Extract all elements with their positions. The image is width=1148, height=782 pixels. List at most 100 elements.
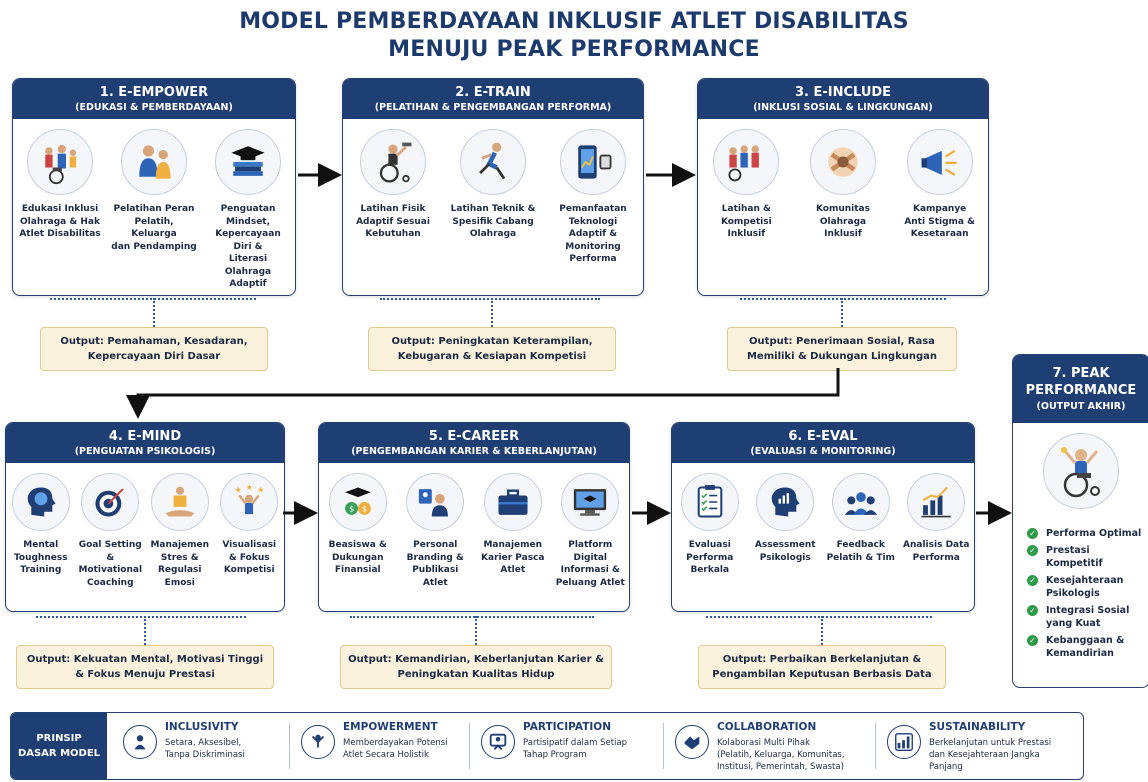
- svg-text:$: $: [349, 505, 354, 514]
- stage-card-6: 6. E-EVAL(EVALUASI & MONITORING) Evaluasi…: [671, 422, 975, 612]
- participation-icon: [481, 725, 515, 759]
- brain-head-icon: [11, 473, 70, 531]
- stage-item-label-line: Olahraga: [469, 229, 517, 239]
- stage-output-line: Pengambilan Keputusan Berbasis Data: [712, 669, 932, 680]
- stage-output-box: Output: Peningkatan Keterampilan,Kebugar…: [368, 327, 616, 371]
- stage-header: 6. E-EVAL(EVALUASI & MONITORING): [672, 423, 974, 463]
- stage-title: 1. E-EMPOWER: [99, 85, 209, 100]
- handshake-icon: [675, 725, 709, 759]
- stage-output-line: & Fokus Menuju Prestasi: [75, 669, 215, 680]
- principle-title: SUSTAINABILITY: [929, 721, 1026, 733]
- peak-outcome-label: Kebanggaan &Kemandirian: [1046, 634, 1124, 660]
- inclusive-person-icon: [123, 725, 157, 759]
- peak-outcome-label: Performa Optimal: [1046, 527, 1141, 540]
- stage-output-box: Output: Pemahaman, Kesadaran,Kepercayaan…: [40, 327, 268, 371]
- stage-output-line: Output: Perbaikan Berkelanjutan &: [722, 654, 922, 665]
- stage-item-label-line: Regulasi Emosi: [158, 565, 202, 588]
- peak-header: 7. PEAK PERFORMANCE (OUTPUT AKHIR): [1013, 355, 1148, 423]
- title-line-1: MODEL PEMBERDAYAAN INKLUSIF ATLET DISABI…: [239, 9, 909, 34]
- stage-subtitle: (EVALUASI & MONITORING): [750, 446, 896, 457]
- stage-item-label-line: & Fokus: [228, 552, 270, 563]
- stage-item-label-line: Mental: [23, 540, 59, 550]
- stage-card-3: 3. E-INCLUDE(INKLUSI SOSIAL & LINGKUNGAN…: [697, 78, 989, 296]
- stage-header: 4. E-MIND(PENGUATAN PSIKOLOGIS): [6, 423, 284, 463]
- stage-item-label-line: Motivational: [78, 565, 143, 575]
- stage-item-label-line: Spesifik Cabang: [452, 216, 534, 227]
- stage-dotted-connector: [821, 616, 823, 645]
- svg-text:★: ★: [235, 485, 242, 494]
- personal-branding-icon: [406, 473, 465, 531]
- megaphone-icon: [906, 129, 973, 195]
- stage-item-label-line: Personal: [413, 540, 458, 550]
- title-line-2: MENUJU PEAK PERFORMANCE: [388, 37, 760, 62]
- stage-item-label-line: dan Pendamping: [111, 241, 197, 252]
- principle-description-line: Memberdayakan Potensi: [343, 738, 448, 748]
- stage-item-label-line: Monitoring: [565, 241, 621, 252]
- stage-item-label-line: Adaptif &: [568, 229, 618, 239]
- check-circle-icon: ✓: [1027, 605, 1038, 616]
- stage-dotted-connector: [475, 616, 477, 645]
- stage-item-label-line: Pelatih & Tim: [826, 552, 895, 563]
- stage-title: 5. E-CAREER: [428, 429, 520, 444]
- stage-item-label-line: Literasi Olahraga: [224, 254, 272, 277]
- principle-description-line: dan Kesejahteraan Jangka: [929, 750, 1040, 760]
- stage-item-label-line: Coaching: [86, 577, 134, 588]
- stage-item-label-line: Latihan Fisik: [360, 204, 426, 214]
- stage-item-label: Penguatan Mindset,Kepercayaan Diri &Lite…: [205, 203, 291, 291]
- svg-text:★: ★: [257, 485, 264, 494]
- team-athletes-icon: [713, 129, 780, 195]
- stage-card-1: 1. E-EMPOWER(EDUKASI & PEMBERDAYAAN)Eduk…: [12, 78, 296, 296]
- stage-item-label-line: Adaptif Sesuai: [356, 216, 430, 227]
- graduation-cap-books-icon: [215, 129, 281, 195]
- stage-card-2: 2. E-TRAIN(PELATIHAN & PENGEMBANGAN PERF…: [342, 78, 644, 296]
- stage-item-label-line: Publikasi Atlet: [412, 565, 459, 588]
- stage-output-box: Output: Kekuatan Mental, Motivasi Tinggi…: [16, 645, 274, 689]
- peak-outcome-item: ✓Kebanggaan &Kemandirian: [1027, 634, 1148, 660]
- target-arrow-icon: [81, 473, 140, 531]
- stage-output-line: Output: Kekuatan Mental, Motivasi Tinggi: [26, 654, 264, 665]
- stage-item-label-line: Karier Pasca: [481, 552, 545, 563]
- scholarship-coins-icon: $$: [328, 473, 387, 531]
- stage-dotted-line: [740, 298, 946, 300]
- digital-platform-icon: [561, 473, 620, 531]
- stage-output-line: Output: Pemahaman, Kesadaran,: [60, 336, 248, 347]
- stage-item-label-line: Anti Stigma &: [904, 216, 975, 227]
- peak-outcome-line: Integrasi Sosial: [1046, 605, 1130, 616]
- stage-item-label-line: Visualisasi: [222, 540, 277, 550]
- stage-output-line: Memiliki & Dukungan Lingkungan: [746, 351, 937, 362]
- stage-item-label-line: Teknologi: [568, 216, 618, 227]
- stage-title: 4. E-MIND: [108, 429, 182, 444]
- stage-item-label-line: Beasiswa &: [328, 540, 387, 550]
- principle-separator: [469, 723, 470, 769]
- peak-outcomes-list: ✓Performa Optimal✓Prestasi Kompetitif✓Ke…: [1013, 527, 1148, 660]
- stage-item-label-line: Toughness: [13, 552, 68, 563]
- stage-item-label-line: Penguatan Mindset,: [220, 204, 276, 227]
- stage-item-label-line: Pelatihan Peran: [113, 204, 195, 214]
- peak-performance-card: 7. PEAK PERFORMANCE (OUTPUT AKHIR) ✓ Perf…: [1012, 354, 1148, 688]
